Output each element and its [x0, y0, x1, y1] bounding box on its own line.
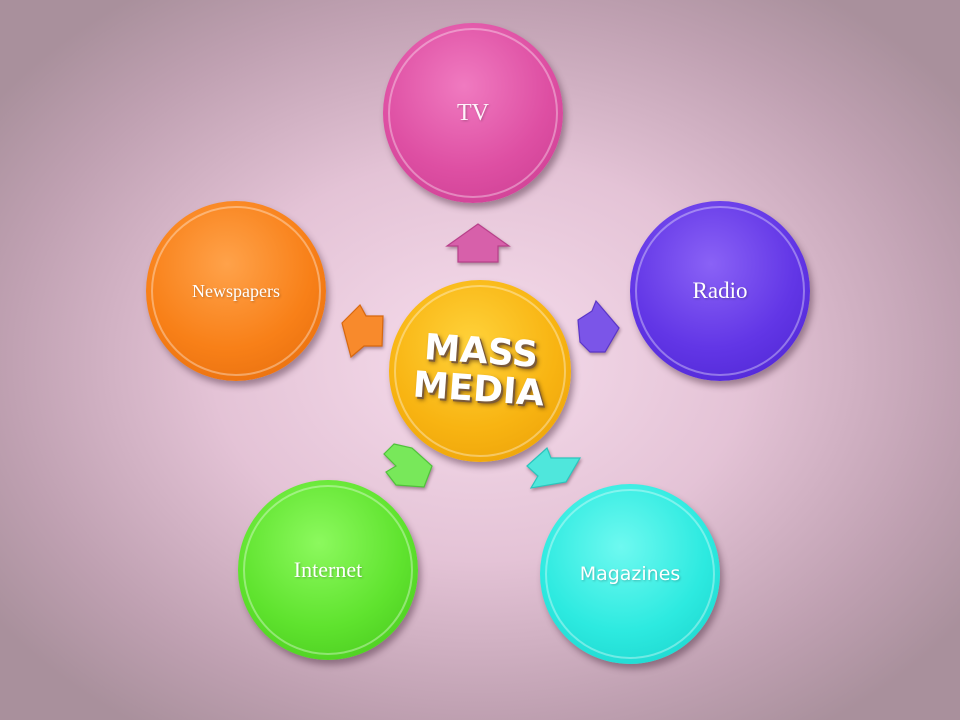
- node-magazines: Magazines: [540, 484, 720, 664]
- arrow-to-magazines: [526, 446, 582, 489]
- node-center-mass-media: MASS MEDIA: [389, 280, 571, 462]
- center-label-line-2: MEDIA: [411, 364, 546, 415]
- node-radio: Radio: [630, 201, 810, 381]
- node-internet: Internet: [238, 480, 418, 660]
- center-label: MASS MEDIA: [411, 327, 549, 415]
- arrow-to-internet: [383, 443, 433, 488]
- node-label-magazines: Magazines: [579, 563, 681, 585]
- node-label-internet: Internet: [293, 557, 363, 582]
- node-label-tv: TV: [457, 99, 489, 126]
- arrow-to-newspapers: [341, 304, 384, 359]
- node-label-radio: Radio: [692, 278, 748, 303]
- arrow-to-tv: [445, 223, 511, 263]
- node-newspapers: Newspapers: [146, 201, 326, 381]
- node-label-newspapers: Newspapers: [192, 280, 280, 301]
- arrow-to-radio: [577, 299, 620, 353]
- node-tv: TV: [383, 23, 563, 203]
